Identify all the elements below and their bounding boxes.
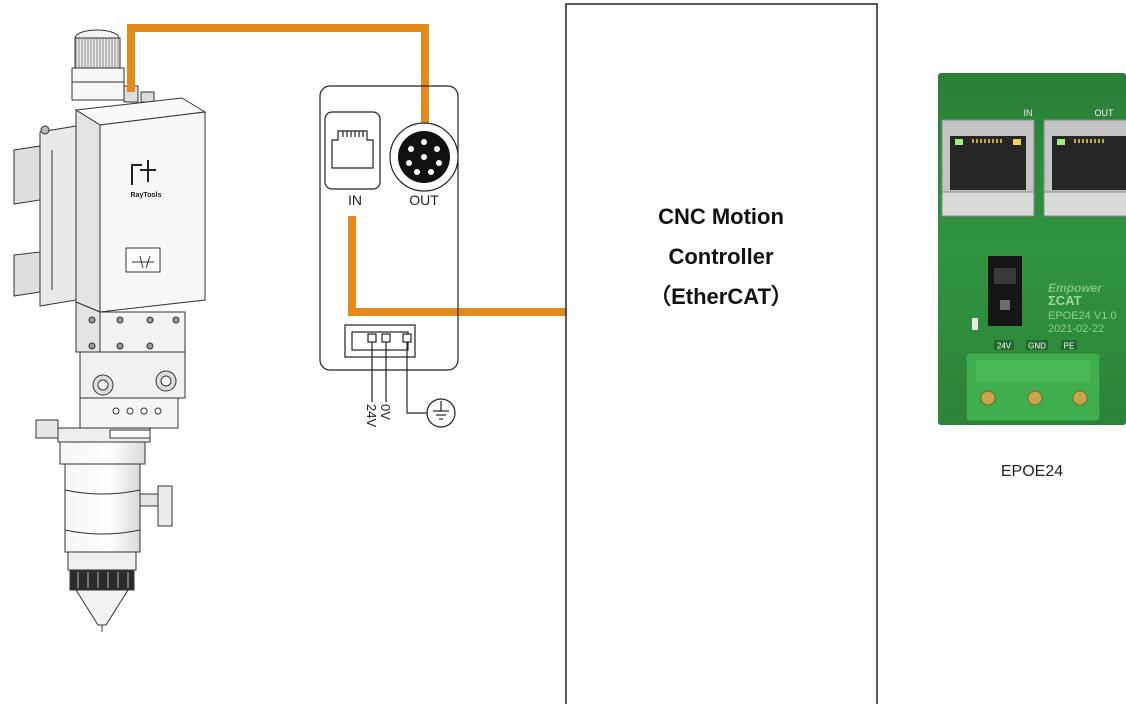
in-port-frame — [324, 111, 381, 190]
head-small-connector — [140, 91, 155, 103]
circular-connector-icon — [389, 122, 459, 192]
board-terminal-block — [965, 352, 1101, 422]
head-upper-collar — [71, 67, 125, 101]
board-date: 2021-02-22 — [1048, 323, 1104, 335]
cable-in-to-controller — [348, 216, 566, 316]
rj45-port-icon — [331, 130, 374, 169]
board-brand: Empower — [1048, 281, 1103, 295]
raytools-logo — [131, 160, 156, 185]
board-out-label: OUT — [1095, 108, 1115, 118]
board-label-24v: 24V — [997, 342, 1012, 351]
wire-ground — [406, 342, 427, 414]
board-out-jack — [1043, 119, 1126, 217]
adapter-box: IN OUT — [319, 85, 459, 371]
controller-title-line-3: （EtherCAT） — [649, 284, 793, 309]
label-24v: 24V — [364, 404, 379, 427]
cnc-controller-box — [565, 3, 878, 704]
head-nozzle-tip — [75, 589, 129, 626]
power-wires — [371, 342, 427, 414]
cable-head-to-out — [127, 24, 429, 125]
controller-title-line-1: CNC Motion — [658, 204, 784, 229]
board-caption: EPOE24 — [1001, 463, 1063, 480]
controller-title-line-2: Controller — [668, 244, 774, 269]
board-label-pe: PE — [1064, 342, 1075, 351]
board-in-label: IN — [1024, 108, 1033, 118]
pcb-photo: IN OUT Empower ΣCAT EPOE24 V1.0 2021-02-… — [938, 73, 1126, 425]
head-knurled-ring — [74, 37, 121, 69]
laser-head-illustration: RayTools — [13, 29, 207, 632]
head-ceramic-ring — [69, 569, 135, 591]
head-tube — [64, 463, 141, 553]
head-tube-neck — [59, 441, 146, 465]
head-body-left — [75, 109, 101, 313]
head-side-bracket — [39, 125, 77, 307]
head-logo-text: RayTools — [131, 192, 162, 199]
out-port-label: OUT — [409, 192, 439, 208]
head-bracket-screw — [40, 125, 50, 135]
head-nozzle-collar — [67, 551, 137, 571]
label-0v: 0V — [378, 404, 393, 420]
head-indicator-window — [125, 247, 161, 273]
ground-icon — [426, 398, 456, 428]
in-port-label: IN — [348, 192, 362, 208]
head-body-front — [99, 111, 206, 313]
power-terminal-block — [344, 324, 416, 358]
board-component — [988, 256, 1022, 326]
board-label-gnd: GND — [1028, 342, 1046, 351]
board-in-jack — [941, 119, 1035, 217]
board-model: EPOE24 V1.0 — [1048, 310, 1117, 322]
board-logo: ΣCAT — [1048, 293, 1082, 308]
head-gas-fitting — [139, 493, 161, 507]
